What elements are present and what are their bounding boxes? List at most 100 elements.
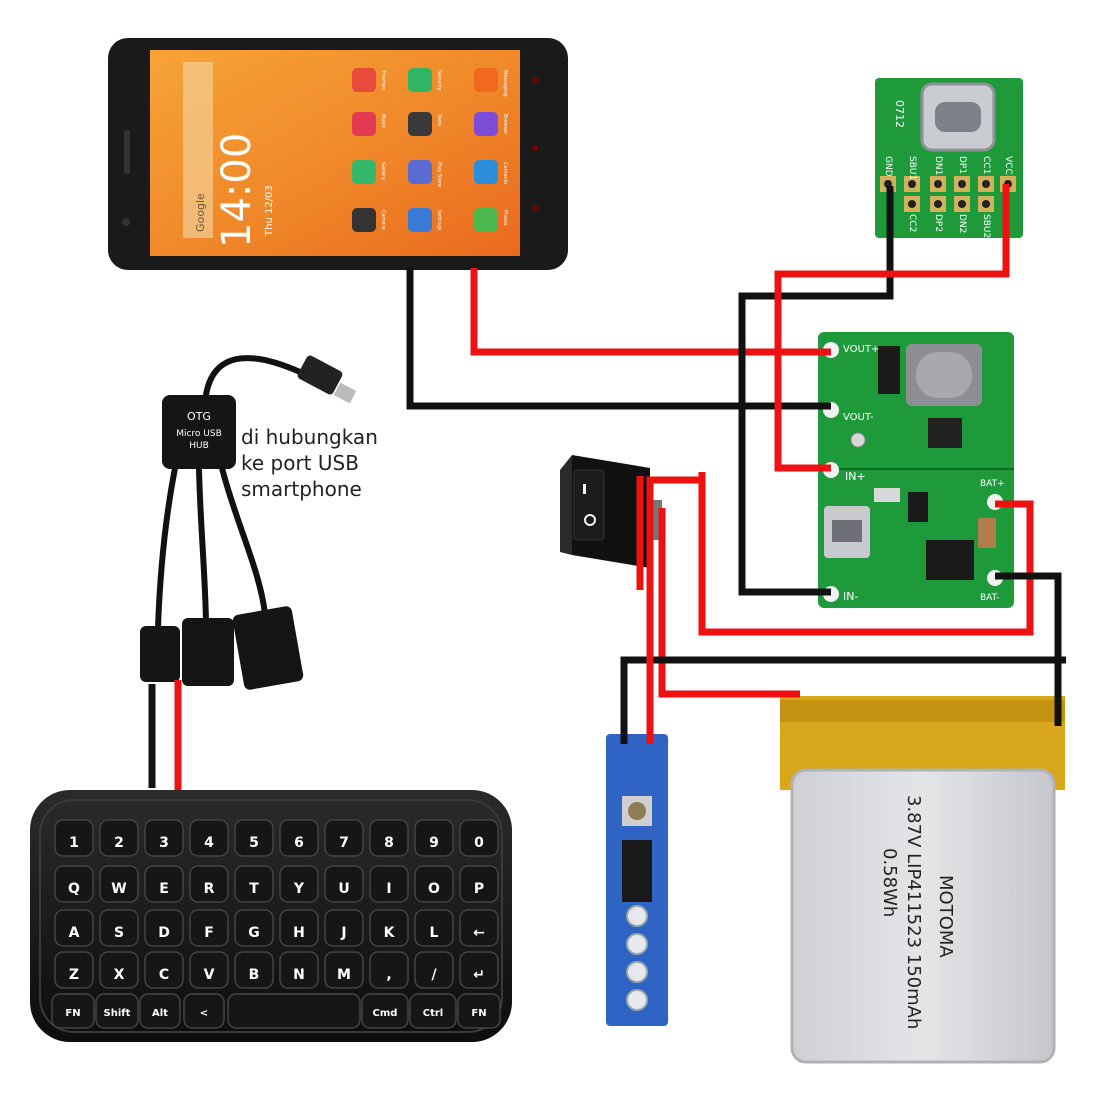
key [139, 993, 181, 1029]
pin-label: DN1 [933, 156, 943, 175]
key-label: N [293, 967, 305, 983]
board-id: 0712 [893, 100, 906, 128]
key-label: 0 [474, 835, 484, 851]
key [457, 993, 501, 1029]
key [99, 909, 139, 947]
charger-ic [926, 540, 974, 580]
label-bat-minus: BAT- [980, 593, 1000, 603]
key [234, 951, 274, 989]
key-label: 5 [249, 835, 259, 851]
pin-label: CC2 [907, 214, 917, 232]
search-label: Google [194, 193, 207, 232]
key-label: D [158, 925, 170, 941]
app-label: Messaging [502, 70, 508, 97]
key-label: T [249, 881, 259, 897]
key [54, 819, 94, 857]
search-widget [183, 62, 213, 238]
key [324, 865, 364, 903]
led-indicator [626, 989, 648, 1011]
key-label: P [474, 881, 484, 897]
pin-label: DN2 [957, 214, 967, 233]
app-icon [474, 160, 498, 184]
battery-level-indicator [606, 734, 668, 1026]
key [99, 865, 139, 903]
micro-usb-plug [297, 355, 343, 395]
battery-energy: 0.58Wh [879, 848, 900, 917]
key-label: 2 [114, 835, 124, 851]
label-vout-plus: VOUT+ [843, 344, 879, 355]
key [414, 951, 454, 989]
key-label: W [111, 881, 126, 897]
key [189, 819, 229, 857]
app-icon [352, 208, 376, 232]
key [279, 909, 319, 947]
app-icon [408, 68, 432, 92]
app-icon [352, 160, 376, 184]
lipo-battery: MOTOMA 3.87V LIP411523 150mAh 0.58Wh [780, 696, 1065, 1064]
key-label: C [159, 967, 169, 983]
key [324, 819, 364, 857]
wire-positive [658, 508, 800, 698]
app-label: Music [380, 114, 386, 128]
usb-a-socket [232, 606, 304, 690]
key-label: X [114, 967, 125, 983]
key-label: Y [293, 881, 305, 897]
app-icon [408, 160, 432, 184]
key-label: L [430, 925, 439, 941]
pin-label: DP2 [933, 214, 943, 232]
key-label: M [337, 967, 351, 983]
key [414, 819, 454, 857]
app-icon [408, 208, 432, 232]
key [459, 865, 499, 903]
key-label: S [114, 925, 124, 941]
clock-time: 14:00 [214, 133, 260, 248]
label-in-plus: IN+ [845, 470, 866, 483]
pin-label: GND [883, 156, 893, 177]
key-label: Alt [152, 1008, 168, 1019]
key [459, 951, 499, 989]
trim-potentiometer [850, 432, 866, 448]
key-label: Ctrl [423, 1008, 443, 1019]
key [51, 993, 95, 1029]
led-indicator [626, 905, 648, 927]
wire-negative [995, 572, 1062, 726]
key [324, 909, 364, 947]
otg-usb-hub: OTG Micro USB HUB [140, 355, 357, 690]
key-label: A [69, 925, 80, 941]
charger-boost-module: VOUT+ VOUT- IN+ IN- BAT+ BAT- [818, 332, 1014, 608]
note-line-1: di hubungkan [241, 425, 378, 449]
key [144, 909, 184, 947]
key [144, 951, 184, 989]
pin-label: DP1 [957, 156, 967, 174]
battery-brand: MOTOMA [935, 875, 956, 958]
key-label: 1 [69, 835, 79, 851]
label-vout-minus: VOUT- [843, 412, 874, 423]
wire-positive [646, 476, 702, 744]
key [183, 993, 225, 1029]
wires [148, 184, 1066, 790]
key [459, 819, 499, 857]
schottky-diode [878, 346, 900, 394]
app-label: Settings [436, 210, 442, 231]
pin-label: SBU2 [981, 214, 991, 238]
app-label: Contacts [502, 162, 508, 184]
app-label: Tools [436, 113, 442, 127]
wire-positive [774, 184, 1010, 472]
boost-ic [928, 418, 962, 448]
app-label: Phone [502, 210, 508, 226]
key-label: / [431, 967, 437, 983]
key [227, 993, 361, 1029]
wire-positive [698, 472, 1034, 636]
key [409, 993, 457, 1029]
key [369, 951, 409, 989]
front-camera-icon [122, 218, 130, 226]
key [324, 951, 364, 989]
rocker-switch [560, 455, 662, 568]
key-label: V [204, 967, 215, 983]
key-label: < [200, 1008, 208, 1019]
